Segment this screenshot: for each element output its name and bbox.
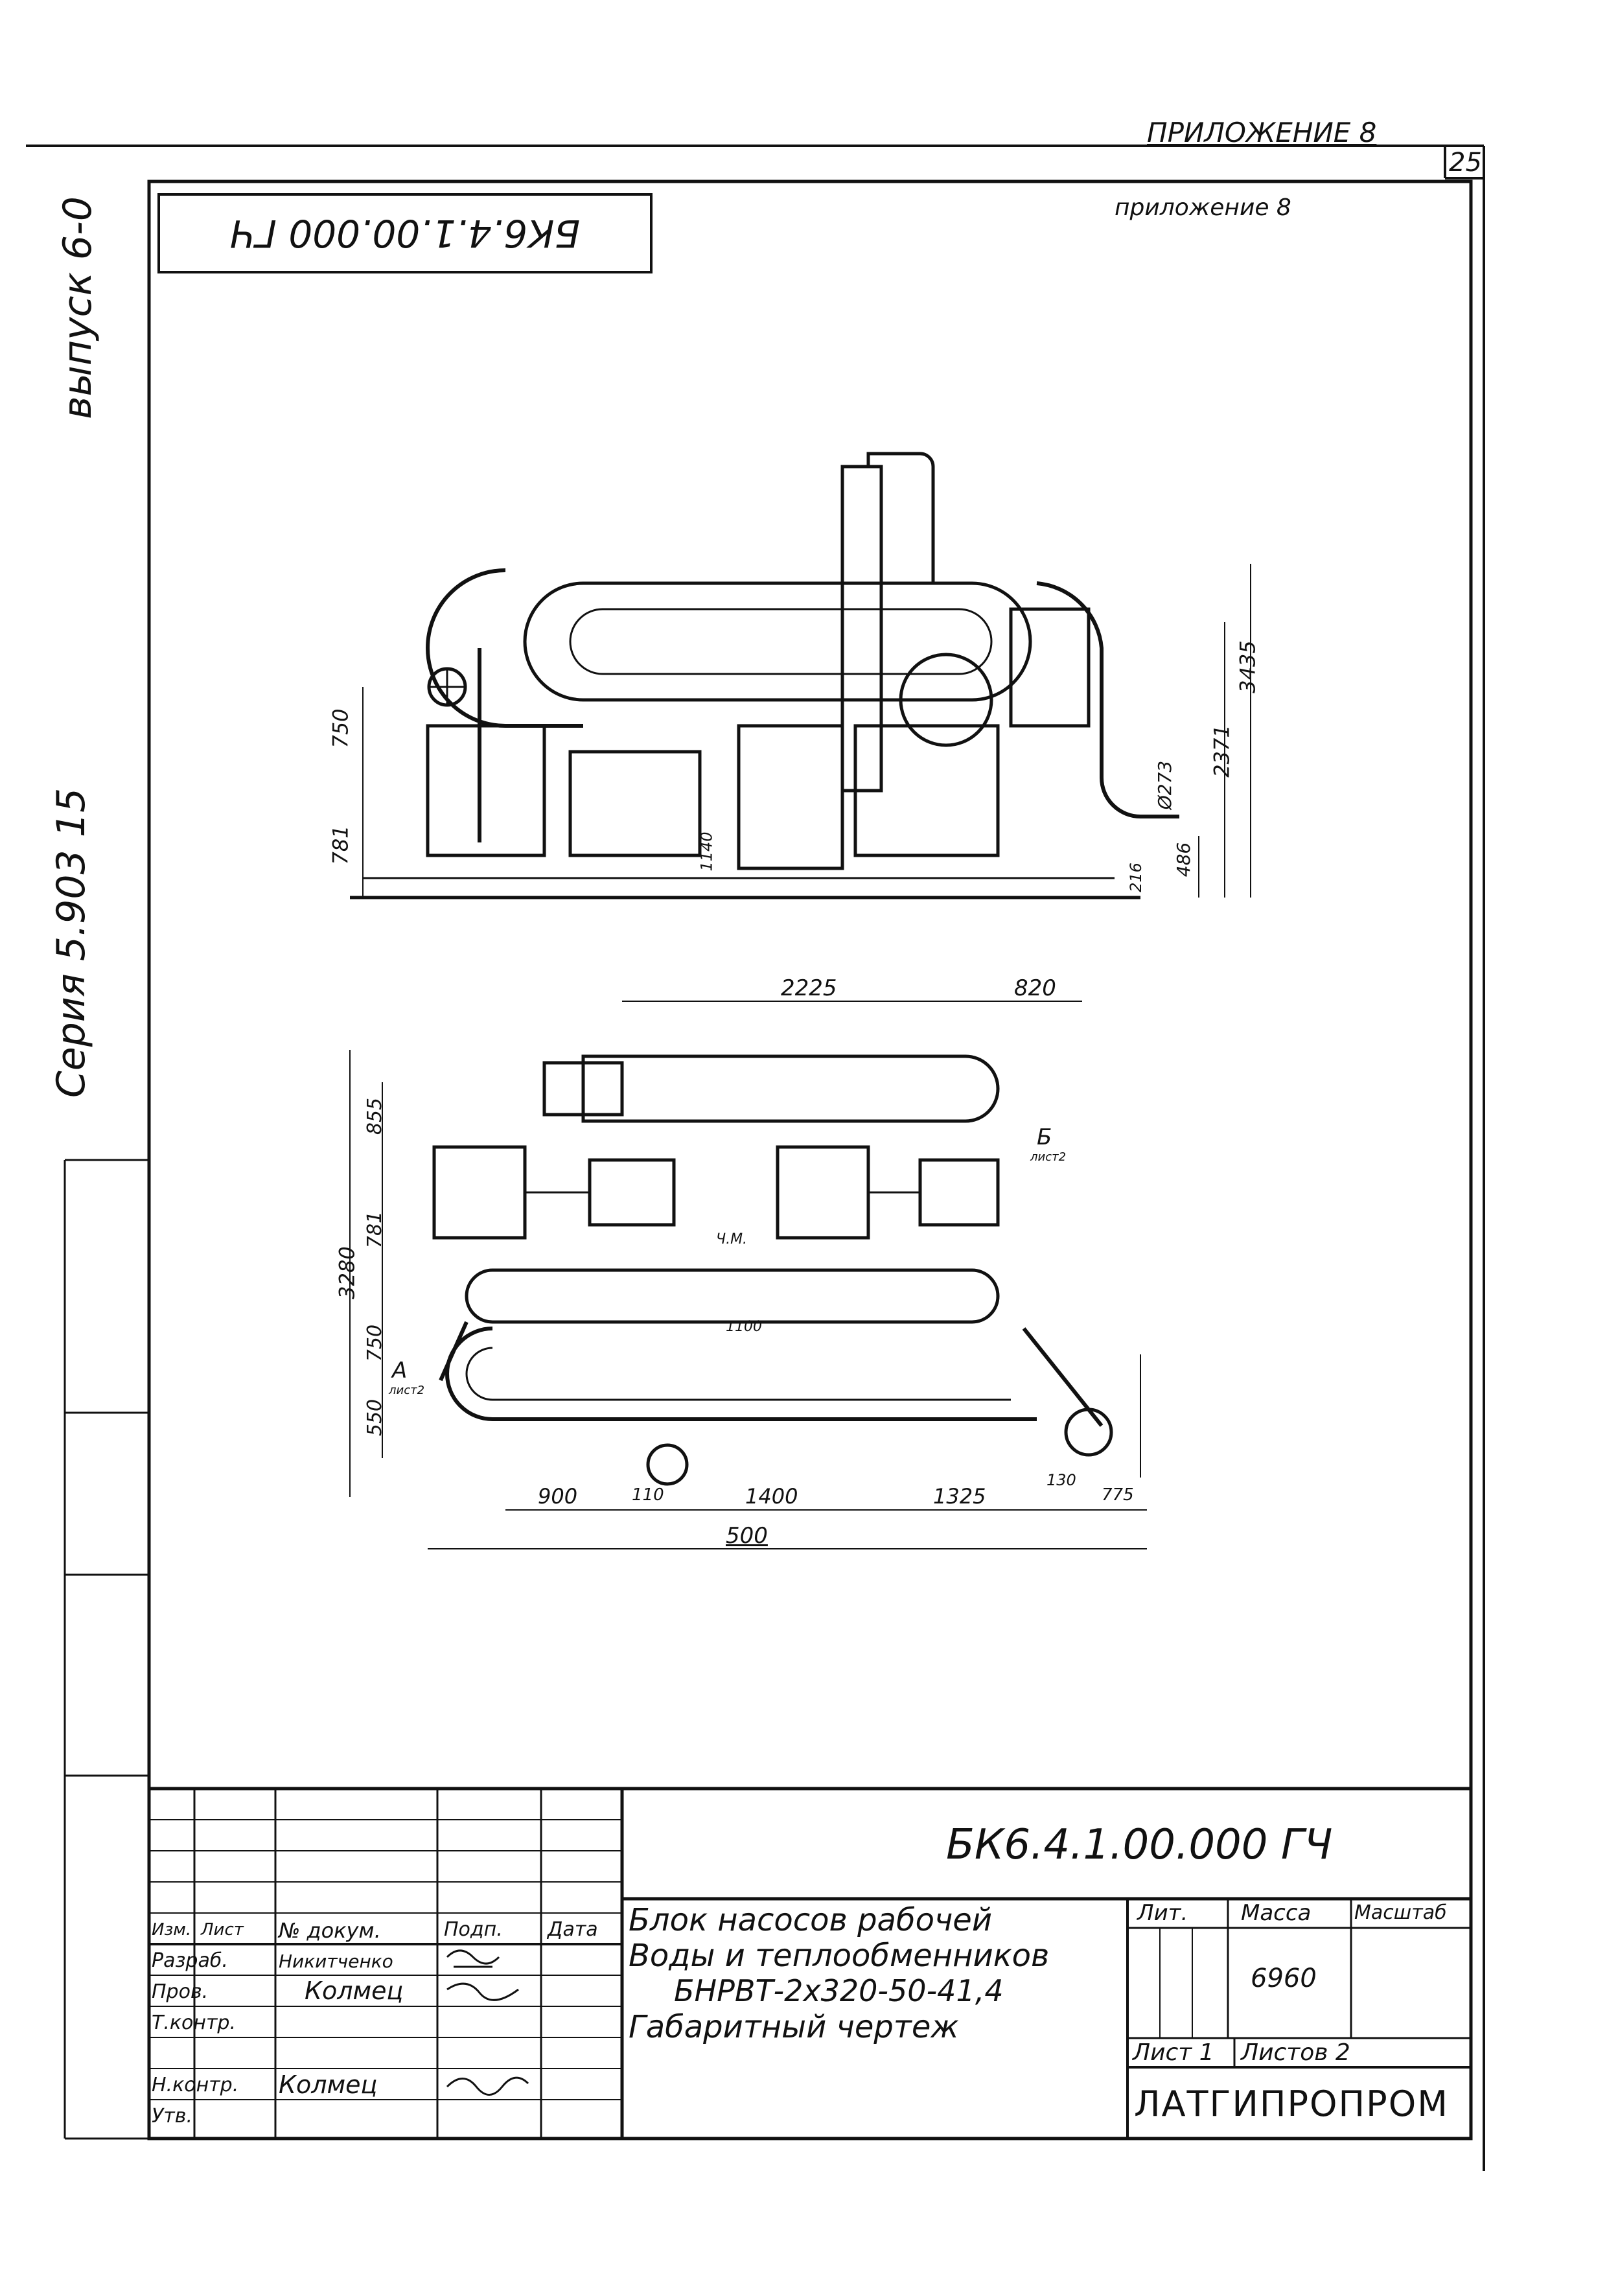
col-header-change: Изм. (152, 1920, 192, 1940)
title-line-4: Габаритный чертеж (629, 2009, 959, 2045)
dim-820: 820 (1014, 975, 1056, 1001)
dim-900: 900 (538, 1484, 578, 1509)
section-mark-a-note: лист2 (389, 1384, 425, 1397)
section-mark-b-note: лист2 (1030, 1150, 1067, 1164)
dim-110: 110 (632, 1485, 664, 1505)
row-name-checker: Колмец (305, 1977, 404, 2005)
col-header-date: Дата (548, 1918, 598, 1941)
section-mark-b: Б (1037, 1124, 1052, 1150)
dim-775: 775 (1102, 1485, 1134, 1505)
row-role-tcontrol: Т.контр. (152, 2012, 237, 2034)
section-mark-a: А (392, 1358, 408, 1384)
sheets-label: Листов 2 (1241, 2039, 1350, 2066)
lit-label: Лит. (1137, 1900, 1188, 1926)
elevation-view (350, 452, 1251, 899)
dim-overall: 500 (726, 1523, 768, 1549)
sheet-number: 25 (1449, 148, 1482, 178)
label-1100: 1100 (726, 1319, 762, 1335)
plan-view (349, 1001, 1147, 1549)
scale-label: Масштаб (1354, 1901, 1447, 1924)
col-header-docnum: № докум. (279, 1918, 381, 1943)
row-role-ncontrol: Н.контр. (152, 2074, 239, 2096)
row-role-developer: Разраб. (152, 1949, 228, 1972)
row-name-ncontrol: Колмец (279, 2070, 378, 2099)
dim-130: 130 (1046, 1471, 1076, 1489)
label-um: Ч.М. (716, 1231, 748, 1247)
row-role-checker: Пров. (152, 1980, 209, 2003)
appendix-label-inner: приложение 8 (1115, 194, 1291, 221)
appendix-label-top: ПРИЛОЖЕНИЕ 8 (1147, 117, 1377, 148)
dim-1325: 1325 (933, 1484, 986, 1509)
title-line-2: Воды и теплообменников (629, 1938, 1050, 1974)
col-header-sign: Подп. (444, 1918, 503, 1941)
mass-value: 6960 (1251, 1964, 1317, 1993)
dim-2225: 2225 (781, 975, 837, 1001)
sheet-label: Лист 1 (1133, 2039, 1214, 2066)
row-name-developer: Никитченко (279, 1951, 393, 1972)
mass-label: Масса (1241, 1900, 1312, 1926)
organization-name: ЛАТГИПРОПРОМ (1134, 2083, 1449, 2124)
col-header-sheet: Лист (201, 1920, 244, 1940)
dim-1400: 1400 (745, 1484, 798, 1509)
row-role-approve: Утв. (152, 2105, 192, 2128)
title-line-3: БНРВТ-2х320-50-41,4 (674, 1973, 1004, 2008)
title-line-1: Блок насосов рабочей (629, 1902, 993, 1938)
document-code: БК6.4.1.00.000 ГЧ (946, 1821, 1333, 1869)
